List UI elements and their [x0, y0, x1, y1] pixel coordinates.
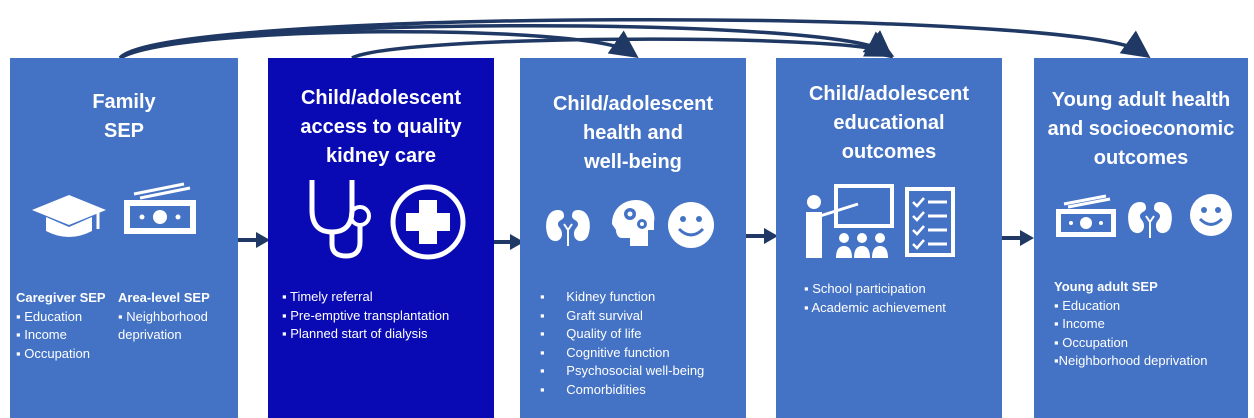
box-title: Child/adolescent access to quality kidne…: [300, 87, 462, 167]
stethoscope-icon: [309, 180, 371, 259]
box-title: Young adult health and socioeconomic out…: [1047, 89, 1235, 169]
list-item: Comorbidities: [566, 381, 646, 397]
arrow-3: [746, 228, 778, 244]
arrow-family-to-health: [119, 29, 639, 60]
list-item: Education: [1062, 297, 1121, 313]
caregiver-sep-list: Caregiver SEP ▪ Education ▪ Income ▪ Occ…: [16, 290, 106, 361]
arrow-2: [492, 234, 524, 250]
list-item: Kidney function: [566, 289, 656, 304]
kidneys-icon: [1128, 202, 1172, 238]
list-item: Academic achievement: [811, 299, 946, 315]
smiley-icon: [668, 202, 714, 248]
list-item: Graft survival: [566, 307, 643, 323]
health-list: ▪ Kidney function ▪ Graft survival ▪ Qua…: [540, 289, 705, 397]
list-item: Income: [24, 327, 67, 342]
box-educational-outcomes: Child/adolescent educational outcomes ▪ …: [776, 58, 1002, 418]
care-list: ▪ Timely referral ▪ Pre-emptive transpla…: [282, 289, 450, 341]
young-adult-list: Young adult SEP ▪ Education ▪ Income ▪ O…: [1054, 279, 1208, 368]
brain-gears-icon: [612, 200, 655, 246]
box-title: Child/adolescent educational outcomes: [808, 83, 970, 163]
kidneys-icon: [546, 210, 590, 246]
list-item: Occupation: [24, 345, 90, 361]
box-family-sep: Family SEP Caregiver SEP ▪ Education ▪ I…: [10, 58, 238, 418]
young-adult-sep-header: Young adult SEP: [1054, 279, 1158, 294]
box-title: Family SEP: [92, 91, 156, 142]
caregiver-sep-header: Caregiver SEP: [16, 290, 106, 305]
list-item: Psychosocial well-being: [566, 363, 705, 378]
box-access-to-care: Child/adolescent access to quality kidne…: [268, 58, 494, 418]
education-list: ▪ School participation ▪ Academic achiev…: [804, 281, 946, 315]
box-young-adult-outcomes: Young adult health and socioeconomic out…: [1034, 58, 1248, 418]
list-item: Timely referral: [290, 289, 373, 304]
list-item: Income: [1062, 316, 1105, 331]
checklist-icon: [905, 187, 955, 257]
arrow-family-to-young-adult: [118, 17, 1151, 60]
money-icon: [124, 182, 196, 234]
list-item: Pre-emptive transplantation: [290, 307, 450, 323]
list-item: deprivation: [118, 327, 182, 342]
box-title: Child/adolescent health and well-being: [552, 93, 714, 173]
list-item: Planned start of dialysis: [290, 326, 428, 341]
list-item: Quality of life: [566, 326, 642, 341]
curved-arrows: [118, 17, 1151, 60]
list-item: Education: [24, 308, 83, 324]
area-sep-header: Area-level SEP: [118, 290, 210, 305]
arrow-4: [1002, 230, 1034, 246]
smiley-icon: [1190, 194, 1232, 236]
box-health-wellbeing: Child/adolescent health and well-being ▪…: [520, 58, 746, 418]
teacher-classroom-icon: [806, 184, 894, 258]
area-sep-list: Area-level SEP ▪ Neighborhood deprivatio…: [118, 289, 210, 345]
money-icon: [1056, 194, 1116, 237]
list-item: Neighborhood deprivation: [1058, 353, 1208, 368]
list-item: School participation: [812, 281, 926, 296]
arrow-care-to-education: [351, 31, 895, 60]
list-item: Neighborhood: [126, 308, 208, 324]
list-item: Cognitive function: [566, 344, 670, 360]
graduation-cap-icon: [32, 195, 106, 237]
arrow-1: [238, 232, 270, 248]
list-item: Occupation: [1062, 334, 1128, 350]
medical-cross-icon: [390, 184, 466, 260]
